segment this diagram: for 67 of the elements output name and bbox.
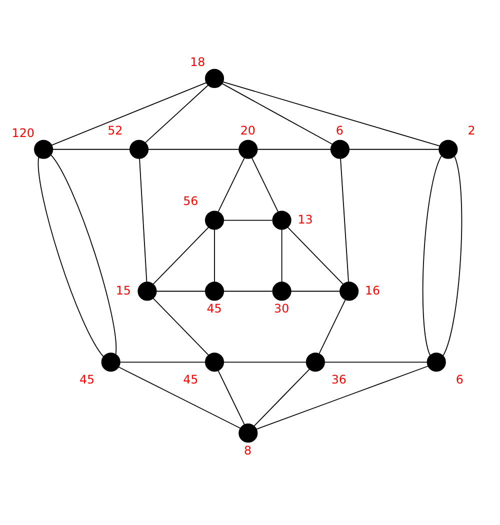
connector <box>223 220 273 221</box>
connector <box>218 158 245 212</box>
node-circle <box>238 140 258 159</box>
node-circle <box>204 210 224 230</box>
node-circle <box>272 210 292 230</box>
connector <box>254 368 310 426</box>
node-circle <box>138 282 157 301</box>
node-label: 120 <box>12 126 34 140</box>
node-circle <box>204 68 224 88</box>
connector <box>38 156 104 358</box>
connector <box>290 290 340 292</box>
connector <box>223 290 273 292</box>
node-label: 45 <box>206 302 222 316</box>
node-label: 6 <box>456 372 464 386</box>
connector <box>251 158 279 212</box>
node-label: 56 <box>183 194 198 208</box>
node-circle <box>204 282 224 301</box>
node-label: 45 <box>183 372 198 386</box>
node-circle <box>238 424 258 443</box>
connector <box>152 226 209 285</box>
node-label: 52 <box>108 123 123 138</box>
node-label: 18 <box>190 55 206 70</box>
node-label: 13 <box>298 212 313 226</box>
node-label: 20 <box>240 123 256 138</box>
connector <box>340 158 349 282</box>
connector <box>145 84 209 144</box>
connector <box>324 362 428 363</box>
connector <box>287 226 344 285</box>
node-circle <box>101 352 120 372</box>
connector <box>257 148 332 150</box>
node-circle <box>330 140 350 159</box>
connector <box>214 228 215 283</box>
connector <box>222 83 333 145</box>
node-label: 16 <box>364 283 380 298</box>
connector <box>120 362 206 363</box>
node-circle <box>34 140 54 159</box>
node-label: 2 <box>468 123 476 138</box>
node-label: 36 <box>331 372 346 386</box>
connector <box>318 299 346 354</box>
connector <box>442 156 462 356</box>
node-circle <box>204 352 224 372</box>
node-label: 45 <box>79 372 95 386</box>
connector <box>281 228 282 283</box>
node-circle <box>272 282 292 301</box>
connector <box>348 148 440 150</box>
connector <box>156 290 206 292</box>
node-label: 6 <box>336 123 344 138</box>
node-label: 8 <box>244 443 252 458</box>
node-circle <box>426 352 446 372</box>
connector <box>222 81 440 146</box>
node-label: 15 <box>116 283 131 298</box>
connector <box>51 82 207 146</box>
connector <box>256 366 428 430</box>
node-circle <box>306 352 325 372</box>
connector <box>218 370 245 426</box>
connector <box>118 366 241 429</box>
node-circle <box>129 140 149 159</box>
connector <box>148 148 240 150</box>
connector <box>50 154 116 355</box>
connector <box>422 155 442 356</box>
connector <box>52 148 130 150</box>
node-circle <box>340 282 359 301</box>
connector <box>139 158 148 282</box>
node-circle <box>438 140 458 159</box>
connector <box>152 298 209 356</box>
connector <box>224 362 307 363</box>
node-label: 30 <box>274 302 290 316</box>
